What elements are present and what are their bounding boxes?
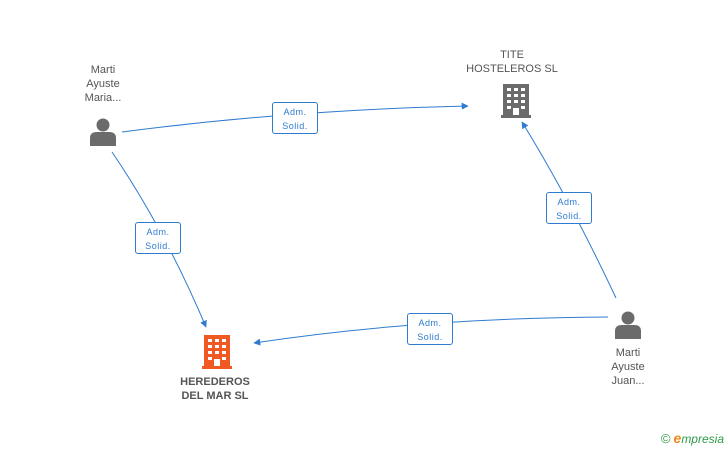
node-label-marti-maria[interactable]: Marti Ayuste Maria... <box>63 63 143 105</box>
copyright-icon: © <box>660 431 671 446</box>
building-icon[interactable] <box>501 84 531 118</box>
node-label-herederos[interactable]: HEREDEROS DEL MAR SL <box>160 375 270 403</box>
node-label-line: HOSTELEROS SL <box>466 63 558 75</box>
node-label-line: Marti <box>615 347 641 359</box>
building-icon[interactable] <box>202 335 232 369</box>
node-label-line: Marti <box>90 64 116 76</box>
edge-label-juan-tite: Adm. Solid. <box>546 192 592 224</box>
node-label-tite[interactable]: TITE HOSTELEROS SL <box>452 48 572 76</box>
edge-label-line: Solid. <box>282 121 308 131</box>
brand-initial: e <box>673 430 682 446</box>
edge-label-line: Adm. <box>557 197 581 207</box>
edge-label-line: Adm. <box>146 227 170 237</box>
node-label-line: Ayuste <box>86 78 120 90</box>
edge-label-juan-herederos: Adm. Solid. <box>407 313 453 345</box>
person-icon[interactable] <box>90 118 116 147</box>
node-label-line: DEL MAR SL <box>181 390 249 402</box>
edge-label-line: Adm. <box>283 107 307 117</box>
node-label-line: Maria... <box>84 92 122 104</box>
edge-label-line: Adm. <box>418 318 442 328</box>
person-icon[interactable] <box>615 311 641 340</box>
node-label-marti-juan[interactable]: Marti Ayuste Juan... <box>588 346 668 388</box>
edge-label-line: Solid. <box>556 211 582 221</box>
edge-label-maria-herederos: Adm. Solid. <box>135 222 181 254</box>
node-label-line: HEREDEROS <box>180 376 250 388</box>
node-label-line: Juan... <box>611 375 645 387</box>
edge-label-line: Solid. <box>417 332 443 342</box>
brand-logo: ©empresia <box>661 430 724 446</box>
node-label-line: TITE <box>500 49 524 61</box>
brand-name: mpresia <box>681 432 724 446</box>
node-label-line: Ayuste <box>611 361 645 373</box>
edge-label-maria-tite: Adm. Solid. <box>272 102 318 134</box>
edge-label-line: Solid. <box>145 241 171 251</box>
